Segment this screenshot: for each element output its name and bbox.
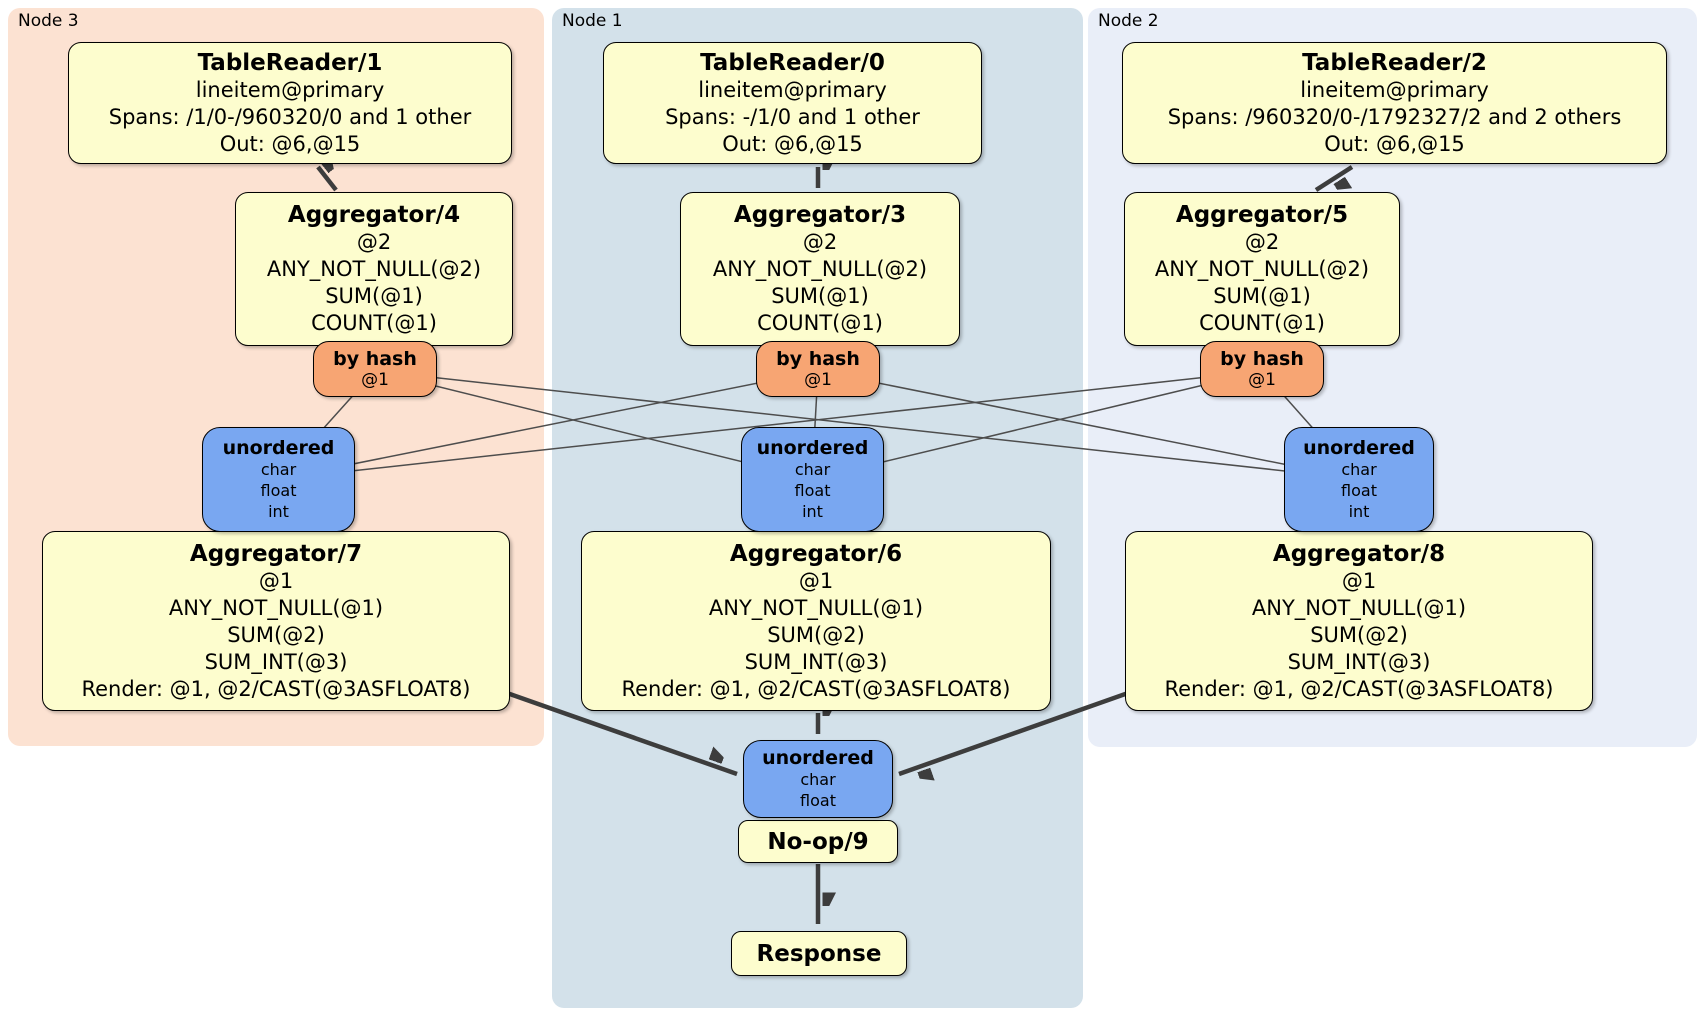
- node-2-label: Node 2: [1098, 11, 1159, 31]
- box-line: COUNT(@1): [311, 311, 437, 335]
- node2-unordered-sync: unordered char float int: [1284, 427, 1434, 532]
- box-line: float: [260, 481, 297, 500]
- box-line: float: [794, 481, 831, 500]
- tablereader-0-title: TableReader/0: [700, 49, 885, 76]
- arrow-tablereader1-aggregator4: [316, 167, 336, 192]
- edge-hash2-sync3: [277, 370, 1263, 480]
- arrow-aggregator8-final-sync: [898, 677, 1166, 774]
- box-line: @2: [802, 230, 838, 254]
- box-line: Render: @1, @2/CAST(@3ASFLOAT8): [621, 676, 1011, 701]
- box-line: @1: [1248, 370, 1276, 390]
- aggregator-3-title: Aggregator/3: [733, 202, 907, 228]
- tablereader-0-box: TableReader/0 lineitem@primary Spans: -/…: [603, 42, 982, 164]
- box-line: Spans: /960320/0-/1792327/2 and 2 others: [1167, 104, 1622, 129]
- box-line: Render: @1, @2/CAST(@3ASFLOAT8): [81, 676, 471, 701]
- node-1-label: Node 1: [562, 11, 623, 31]
- edge-hash1-sync2: [817, 370, 1359, 480]
- box-line: char: [800, 770, 836, 789]
- box-line: Spans: /1/0-/960320/0 and 1 other: [108, 104, 472, 129]
- node1-unordered-sync: unordered char float int: [741, 427, 884, 532]
- box-line: ANY_NOT_NULL(@1): [708, 595, 924, 620]
- aggregator-4-box: Aggregator/4 @2 ANY_NOT_NULL(@2) SUM(@1)…: [235, 192, 513, 346]
- aggregator-8-box: Aggregator/8 @1 ANY_NOT_NULL(@1) SUM(@2)…: [1125, 531, 1593, 711]
- response-box: Response: [731, 931, 907, 976]
- final-unordered-sync-title: unordered: [762, 747, 874, 769]
- box-line: SUM(@2): [227, 622, 325, 647]
- edge-hash1-sync3: [277, 370, 819, 480]
- node2-hash-router-title: by hash: [1220, 348, 1304, 370]
- aggregator-6-box: Aggregator/6 @1 ANY_NOT_NULL(@1) SUM(@2)…: [581, 531, 1051, 711]
- box-line: int: [802, 502, 823, 521]
- node3-unordered-sync: unordered char float int: [202, 427, 355, 532]
- final-unordered-sync: unordered char float: [743, 740, 893, 818]
- aggregator-5-title: Aggregator/5: [1175, 202, 1349, 228]
- box-line: @1: [1341, 568, 1377, 593]
- box-line: SUM(@2): [767, 622, 865, 647]
- box-line: int: [268, 502, 289, 521]
- box-line: ANY_NOT_NULL(@1): [1251, 595, 1467, 620]
- box-line: COUNT(@1): [1199, 311, 1325, 335]
- aggregator-5-box: Aggregator/5 @2 ANY_NOT_NULL(@2) SUM(@1)…: [1124, 192, 1400, 346]
- aggregator-6-title: Aggregator/6: [729, 540, 903, 567]
- box-line: @1: [361, 370, 389, 390]
- aggregator-7-title: Aggregator/7: [189, 540, 363, 567]
- box-line: @1: [798, 568, 834, 593]
- box-line: SUM_INT(@3): [1287, 649, 1431, 674]
- box-line: Spans: -/1/0 and 1 other: [665, 104, 920, 129]
- noop-title: No-op/9: [767, 828, 869, 855]
- box-line: ANY_NOT_NULL(@2): [266, 257, 482, 281]
- edge-hash3-sync2: [374, 370, 1359, 480]
- box-line: Out: @6,@15: [1324, 131, 1465, 156]
- node-3-label: Node 3: [18, 11, 79, 31]
- box-line: char: [1341, 460, 1377, 479]
- edge-hash3-sync1: [374, 370, 813, 480]
- box-line: @2: [1244, 230, 1280, 254]
- box-line: Out: @6,@15: [722, 131, 863, 156]
- box-line: Render: @1, @2/CAST(@3ASFLOAT8): [1164, 676, 1554, 701]
- tablereader-2-box: TableReader/2 lineitem@primary Spans: /9…: [1122, 42, 1667, 164]
- box-line: ANY_NOT_NULL(@2): [712, 257, 928, 281]
- box-line: SUM(@1): [325, 284, 423, 308]
- tablereader-1-title: TableReader/1: [197, 49, 383, 76]
- box-line: ANY_NOT_NULL(@2): [1154, 257, 1370, 281]
- node2-hash-router: by hash @1: [1200, 341, 1324, 397]
- response-title: Response: [756, 940, 882, 967]
- aggregator-4-title: Aggregator/4: [287, 202, 461, 228]
- tablereader-2-title: TableReader/2: [1302, 49, 1487, 76]
- box-line: SUM(@1): [1213, 284, 1311, 308]
- aggregator-3-box: Aggregator/3 @2 ANY_NOT_NULL(@2) SUM(@1)…: [680, 192, 960, 346]
- box-line: SUM(@2): [1310, 622, 1408, 647]
- box-line: @1: [804, 370, 832, 390]
- node3-unordered-sync-title: unordered: [222, 437, 335, 459]
- edge-hash2-sync1: [811, 370, 1263, 480]
- box-line: lineitem@primary: [1300, 77, 1489, 102]
- box-line: SUM(@1): [771, 284, 869, 308]
- tablereader-1-box: TableReader/1 lineitem@primary Spans: /1…: [68, 42, 512, 164]
- node1-hash-router: by hash @1: [756, 341, 880, 397]
- node2-unordered-sync-title: unordered: [1303, 437, 1415, 459]
- box-line: lineitem@primary: [195, 77, 385, 102]
- box-line: ANY_NOT_NULL(@1): [168, 595, 384, 620]
- box-line: char: [260, 460, 297, 479]
- box-line: float: [800, 791, 836, 810]
- arrow-aggregator7-final-sync: [469, 677, 738, 777]
- box-line: Out: @6,@15: [219, 131, 361, 156]
- box-line: @2: [356, 230, 392, 254]
- node3-hash-router-title: by hash: [333, 348, 417, 370]
- aggregator-8-title: Aggregator/8: [1272, 540, 1446, 567]
- box-line: @1: [258, 568, 294, 593]
- box-line: int: [1348, 502, 1370, 521]
- box-line: SUM_INT(@3): [744, 649, 888, 674]
- node1-unordered-sync-title: unordered: [756, 437, 869, 459]
- node1-hash-router-title: by hash: [776, 348, 860, 370]
- arrow-tablereader2-aggregator5: [1314, 165, 1354, 190]
- box-line: char: [794, 460, 831, 479]
- box-line: float: [1341, 481, 1377, 500]
- node3-hash-router: by hash @1: [313, 341, 437, 397]
- aggregator-7-box: Aggregator/7 @1 ANY_NOT_NULL(@1) SUM(@2)…: [42, 531, 510, 711]
- box-line: SUM_INT(@3): [204, 649, 348, 674]
- box-line: lineitem@primary: [698, 77, 887, 102]
- box-line: COUNT(@1): [757, 311, 883, 335]
- noop-box: No-op/9: [738, 820, 898, 863]
